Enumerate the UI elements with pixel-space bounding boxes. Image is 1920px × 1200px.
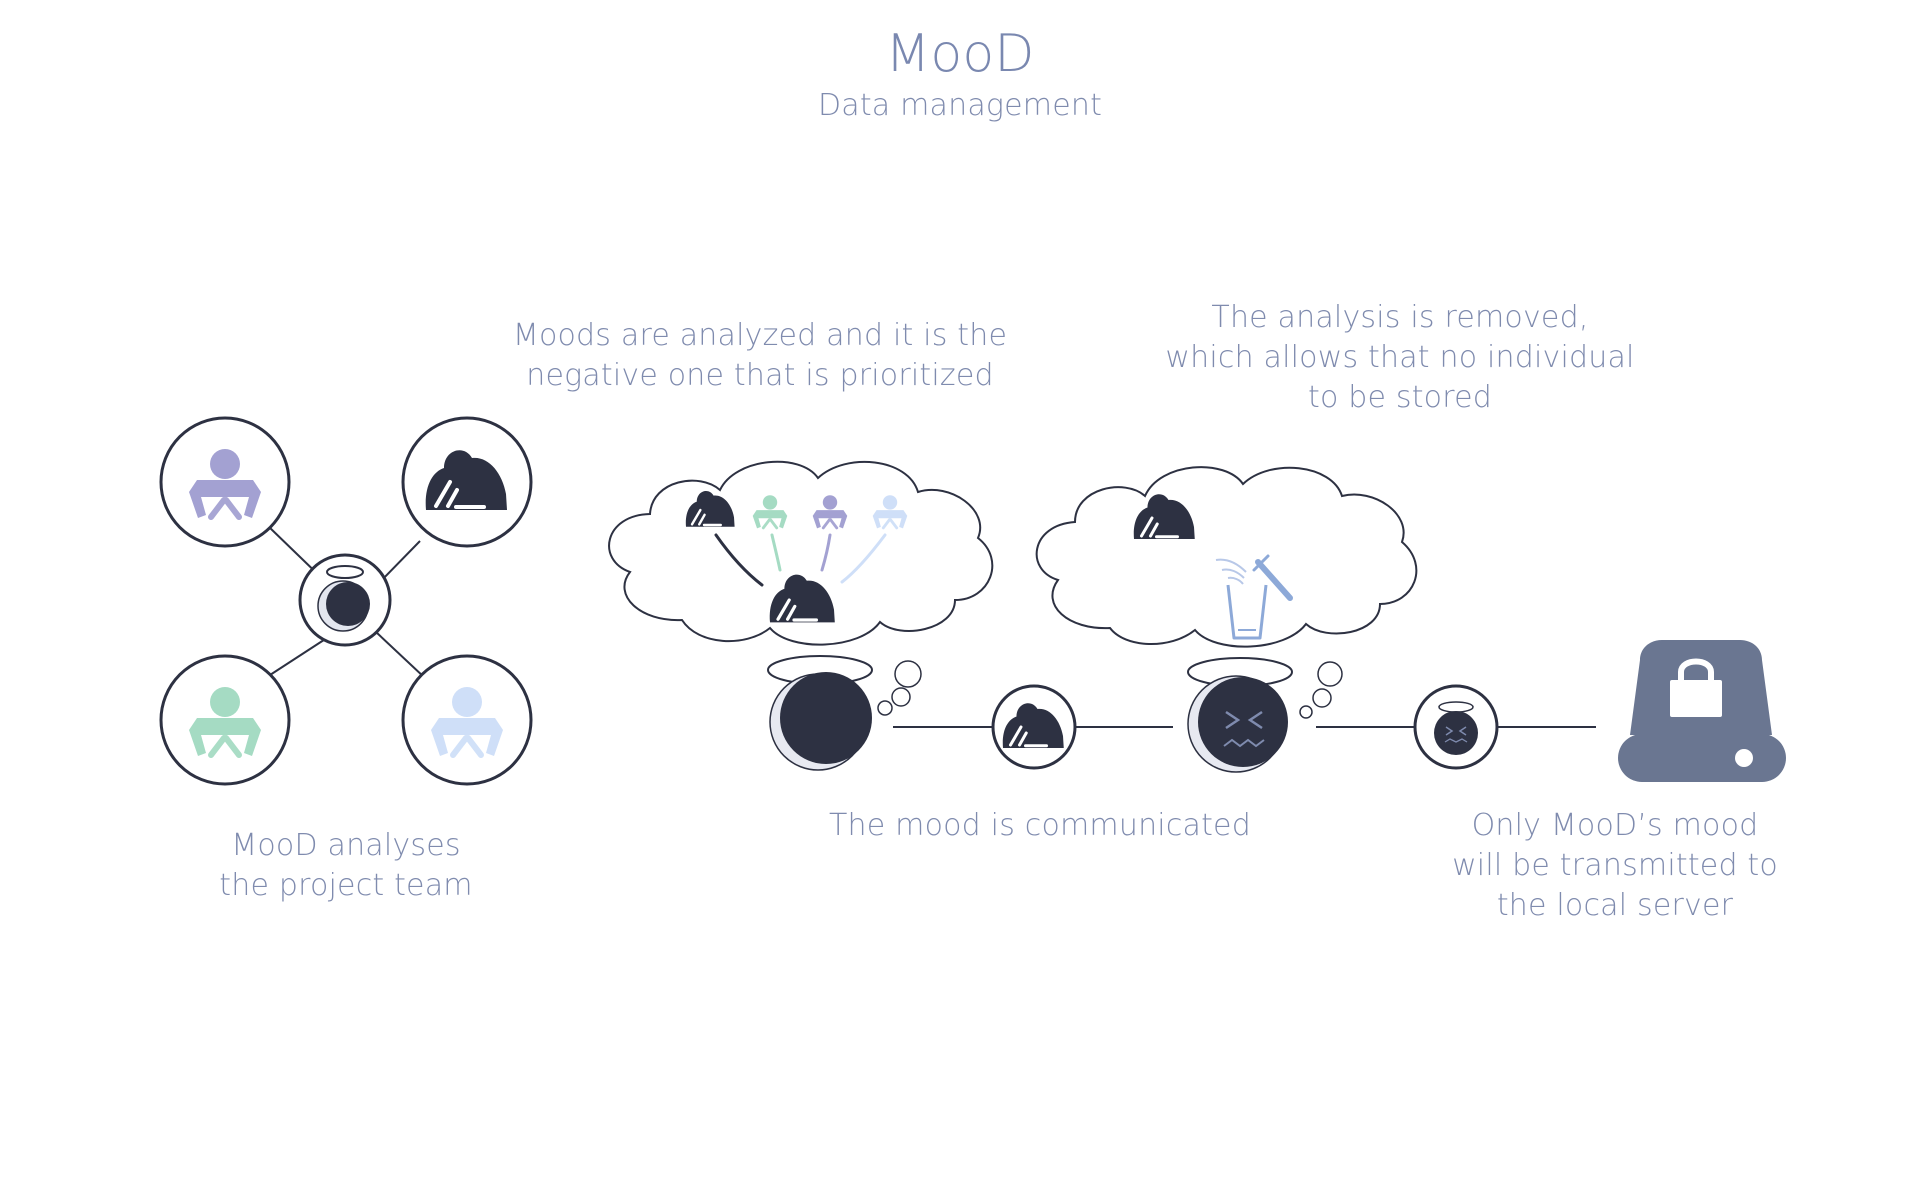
analysis-caption-line1: Moods are analyzed and it is the [512, 318, 1008, 353]
communicated-mood-bubble-icon [991, 684, 1077, 770]
server-caption-line1: Only MooD’s mood [1471, 808, 1759, 843]
locked-server-icon [1618, 640, 1786, 782]
team-caption-line2: the project team [219, 868, 473, 903]
team-member-lightblue-icon [401, 654, 533, 786]
page-title: MooD [885, 24, 1035, 84]
page-subtitle: Data management [817, 88, 1103, 123]
server-caption-line2: will be transmitted to [1452, 848, 1778, 883]
analysis-caption-line2: negative one that is prioritized [526, 358, 994, 393]
stressed-mood-character-icon [1187, 657, 1343, 773]
removal-caption-line2: which allows that no individual [1165, 340, 1635, 375]
server-caption-line3: the local server [1496, 888, 1734, 923]
team-caption-line1: MooD analyses [231, 828, 461, 863]
removal-caption-line3: to be stored [1307, 380, 1492, 415]
team-network [159, 416, 533, 786]
removal-thought-cloud-icon [1035, 466, 1418, 648]
trash-bin-icon [1226, 584, 1268, 640]
transmitted-mood-bubble-icon [1413, 684, 1499, 770]
analysis-thought-cloud-icon [608, 460, 994, 646]
removal-caption-line1: The analysis is removed, [1211, 300, 1589, 335]
mood-character-icon [767, 655, 922, 771]
communicated-caption: The mood is communicated [829, 808, 1251, 843]
team-member-lavender-icon [159, 416, 291, 548]
team-member-sad-icon [401, 416, 533, 548]
mood-hub-icon [298, 553, 392, 647]
team-member-mint-icon [159, 654, 291, 786]
